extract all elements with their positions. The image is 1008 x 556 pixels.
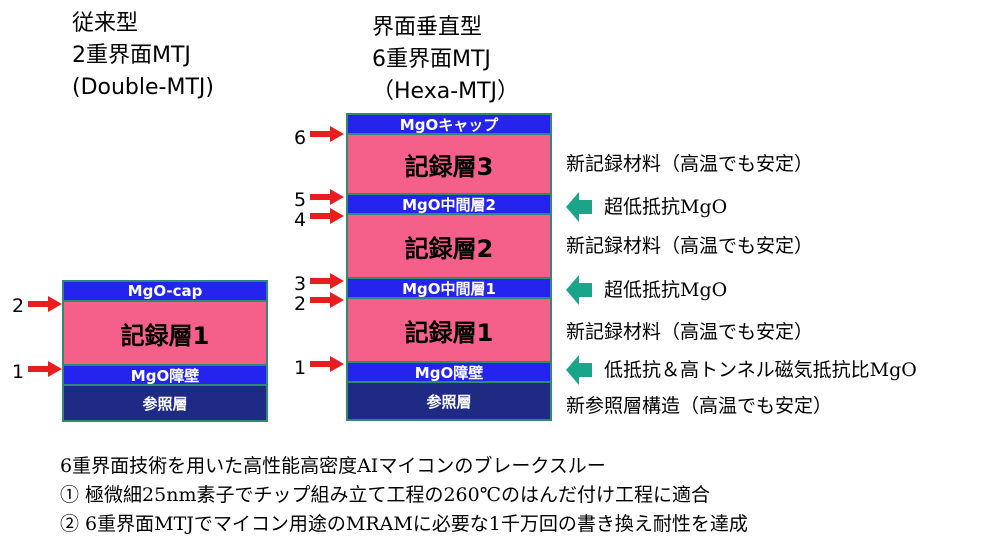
right-marker-3-number: 3 (294, 273, 307, 295)
right-mgo-mid-layer-2: MgO中間層2 (346, 193, 552, 215)
right-record-layer-2: 記録層2 (346, 213, 552, 279)
left-title: 従来型 2重界面MTJ (Double-MTJ) (72, 8, 214, 104)
red-right-arrow-icon (310, 292, 344, 308)
right-title-line-2: 6重界面MTJ (372, 47, 491, 72)
right-mgo-mid-layer-1: MgO中間層1 (346, 277, 552, 299)
note-mgo-mid-layer-1: 超低抵抗MgO (604, 279, 728, 301)
red-right-arrow-icon (310, 189, 344, 205)
green-left-arrow-icon (566, 275, 592, 305)
right-title-line-3: （Hexa-MTJ） (372, 79, 520, 104)
right-reference-layer: 参照層 (346, 381, 552, 421)
summary-headline: 6重界面技術を用いた高性能高密度AIマイコンのブレークスルー (60, 455, 606, 477)
left-record-layer-1: 記録層1 (62, 300, 268, 366)
note-mgo-mid-layer-2: 超低抵抗MgO (604, 196, 728, 218)
summary-point-1: ① 極微細25nm素子でチップ組み立て工程の260℃のはんだ付け工程に適合 (60, 484, 710, 506)
note-record-layer-3: 新記録材料（高温でも安定） (566, 153, 814, 175)
right-title: 界面垂直型 6重界面MTJ （Hexa-MTJ） (372, 12, 519, 108)
left-reference-layer: 参照層 (62, 384, 268, 422)
right-record-layer-3: 記録層3 (346, 133, 552, 195)
green-left-arrow-icon (566, 192, 592, 222)
red-right-arrow-icon (310, 356, 344, 372)
left-marker-2-number: 2 (12, 295, 25, 317)
right-marker-5-number: 5 (294, 189, 307, 211)
right-mgo-cap-layer: MgOキャップ (346, 113, 552, 135)
red-right-arrow-icon (28, 361, 62, 377)
right-title-line-1: 界面垂直型 (372, 15, 483, 40)
right-marker-6-number: 6 (294, 127, 307, 149)
summary-point-2: ② 6重界面MTJでマイコン用途のMRAMに必要な1千万回の書き換え耐性を達成 (60, 513, 748, 535)
note-mgo-barrier: 低抵抗＆高トンネル磁気抵抗比MgO (604, 359, 917, 381)
green-left-arrow-icon (566, 355, 592, 385)
left-title-line-1: 従来型 (72, 11, 139, 36)
right-marker-4-number: 4 (294, 209, 307, 231)
red-right-arrow-icon (310, 126, 344, 142)
red-right-arrow-icon (310, 273, 344, 289)
left-title-line-2: 2重界面MTJ (72, 43, 191, 68)
red-right-arrow-icon (28, 296, 62, 312)
left-mgo-barrier-layer: MgO障壁 (62, 364, 268, 386)
note-record-layer-1: 新記録材料（高温でも安定） (566, 321, 814, 343)
left-title-line-3: (Double-MTJ) (72, 75, 214, 100)
note-record-layer-2: 新記録材料（高温でも安定） (566, 235, 814, 257)
left-mgo-cap-layer: MgO-cap (62, 280, 268, 302)
red-right-arrow-icon (310, 208, 344, 224)
right-marker-1-number: 1 (294, 357, 307, 379)
left-marker-1-number: 1 (12, 361, 25, 383)
right-record-layer-1: 記録層1 (346, 297, 552, 363)
right-mgo-barrier-layer: MgO障壁 (346, 361, 552, 383)
note-reference-layer: 新参照層構造（高温でも安定） (566, 395, 833, 417)
right-marker-2-number: 2 (294, 293, 307, 315)
